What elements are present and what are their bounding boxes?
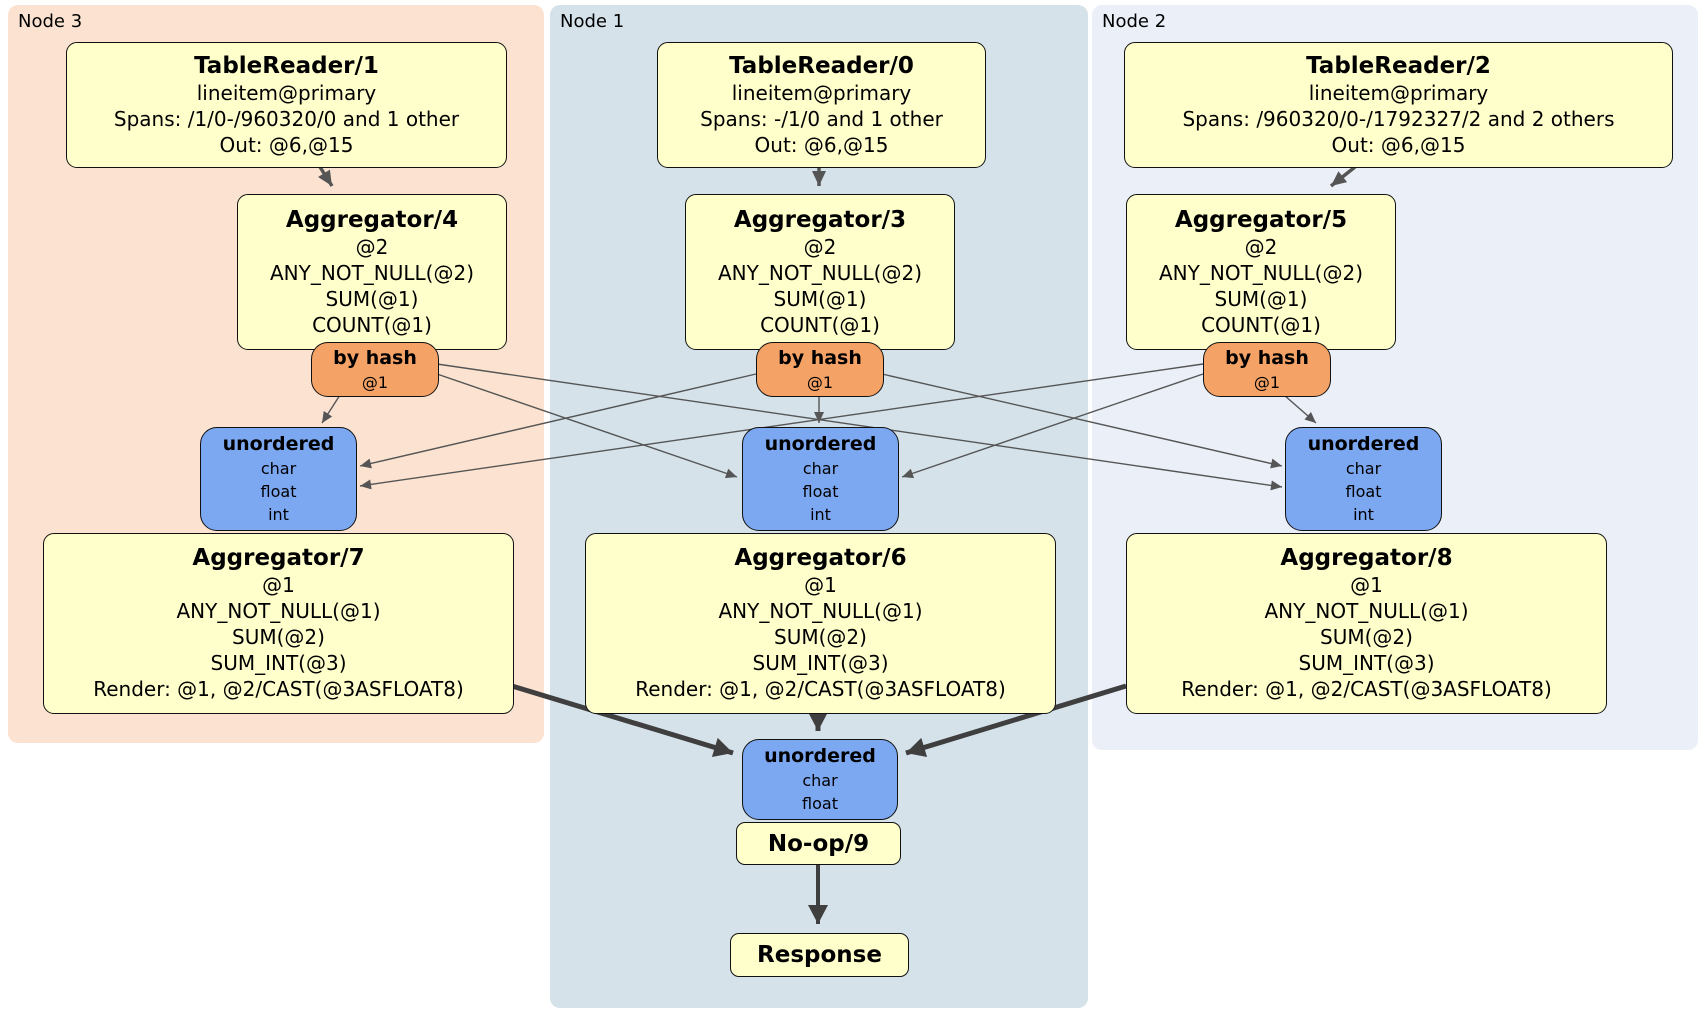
aggregator8-title: Aggregator/8 [1280,545,1453,571]
aggregator5-fn1: ANY_NOT_NULL(@2) [1159,260,1363,285]
aggregator8-fn1: ANY_NOT_NULL(@1) [1264,599,1469,623]
tablereader2-spans: Spans: /960320/0-/1792327/2 and 2 others [1182,106,1615,131]
unordered-sync-node2-type2: float [1345,482,1382,501]
tablereader1-spans: Spans: /1/0-/960320/0 and 1 other [113,106,460,131]
unordered-sync-node1-title: unordered [764,433,877,455]
aggregator7-render: Render: @1, @2/CAST(@3ASFLOAT8) [93,677,464,701]
byhash-router-node3-title: by hash [333,346,417,369]
byhash-router-node3: by hash @1 [311,342,439,397]
aggregator6-render: Render: @1, @2/CAST(@3ASFLOAT8) [635,677,1006,701]
node2-label: Node 2 [1102,11,1167,32]
unordered-sync-node3-type3: int [268,505,289,524]
byhash-router-node2: by hash @1 [1203,342,1331,397]
final-unordered-sync-type2: float [802,794,838,813]
tablereader0-out: Out: @6,@15 [754,132,889,157]
aggregator3-group: @2 [803,234,837,259]
aggregator7-box: Aggregator/7 @1 ANY_NOT_NULL(@1) SUM(@2)… [43,533,514,714]
tablereader1-out: Out: @6,@15 [219,132,354,157]
aggregator6-fn2: SUM(@2) [774,625,867,649]
aggregator5-fn2: SUM(@1) [1214,286,1308,311]
aggregator3-title: Aggregator/3 [733,206,907,233]
tablereader2-box: TableReader/2 lineitem@primary Spans: /9… [1124,42,1673,168]
unordered-sync-node1-type2: float [802,482,839,501]
byhash-router-node2-column: @1 [1253,372,1281,392]
aggregator3-fn2: SUM(@1) [773,286,867,311]
aggregator4-title: Aggregator/4 [285,206,459,233]
tablereader1-box: TableReader/1 lineitem@primary Spans: /1… [66,42,507,168]
unordered-sync-node2-type1: char [1345,459,1382,478]
aggregator7-fn2: SUM(@2) [232,625,325,649]
aggregator3-fn1: ANY_NOT_NULL(@2) [718,260,922,285]
final-unordered-sync-type1: char [802,771,838,790]
unordered-sync-node1-type1: char [802,459,839,478]
byhash-router-node1-column: @1 [806,372,834,392]
aggregator5-fn3: COUNT(@1) [1201,312,1321,337]
aggregator6-box: Aggregator/6 @1 ANY_NOT_NULL(@1) SUM(@2)… [585,533,1056,714]
byhash-router-node1-title: by hash [778,346,862,369]
final-unordered-sync: unordered char float [742,739,898,820]
tablereader1-title: TableReader/1 [194,52,379,79]
aggregator4-box: Aggregator/4 @2 ANY_NOT_NULL(@2) SUM(@1)… [237,194,507,350]
aggregator4-fn1: ANY_NOT_NULL(@2) [270,260,474,285]
tablereader0-title: TableReader/0 [729,52,914,79]
aggregator8-group: @1 [1350,573,1383,597]
node1-label: Node 1 [560,11,625,32]
aggregator6-title: Aggregator/6 [734,545,907,571]
tablereader0-index: lineitem@primary [731,80,912,105]
tablereader2-title: TableReader/2 [1306,52,1491,79]
unordered-sync-node1-type3: int [810,505,831,524]
noop-box: No-op/9 [736,822,901,865]
tablereader0-spans: Spans: -/1/0 and 1 other [700,106,943,131]
aggregator8-render: Render: @1, @2/CAST(@3ASFLOAT8) [1181,677,1552,701]
byhash-router-node1: by hash @1 [756,342,884,397]
aggregator8-fn2: SUM(@2) [1320,625,1413,649]
response-box: Response [730,933,909,977]
final-unordered-sync-title: unordered [764,745,876,767]
tablereader2-out: Out: @6,@15 [1331,132,1466,157]
aggregator3-fn3: COUNT(@1) [760,312,880,337]
unordered-sync-node3-type1: char [260,459,297,478]
tablereader0-box: TableReader/0 lineitem@primary Spans: -/… [657,42,986,168]
aggregator6-fn3: SUM_INT(@3) [752,651,889,675]
noop-title: No-op/9 [767,830,870,857]
aggregator7-group: @1 [262,573,295,597]
byhash-router-node3-column: @1 [361,372,389,392]
aggregator7-fn3: SUM_INT(@3) [210,651,347,675]
aggregator8-fn3: SUM_INT(@3) [1298,651,1435,675]
aggregator5-group: @2 [1244,234,1278,259]
aggregator6-group: @1 [804,573,837,597]
aggregator4-group: @2 [355,234,389,259]
aggregator5-box: Aggregator/5 @2 ANY_NOT_NULL(@2) SUM(@1)… [1126,194,1396,350]
unordered-sync-node2-title: unordered [1307,433,1420,455]
tablereader2-index: lineitem@primary [1308,80,1489,105]
aggregator7-title: Aggregator/7 [192,545,365,571]
unordered-sync-node2: unordered char float int [1285,427,1442,531]
unordered-sync-node2-type3: int [1353,505,1374,524]
unordered-sync-node3-title: unordered [222,433,335,455]
node3-label: Node 3 [18,11,83,32]
aggregator4-fn3: COUNT(@1) [312,312,432,337]
aggregator8-box: Aggregator/8 @1 ANY_NOT_NULL(@1) SUM(@2)… [1126,533,1607,714]
aggregator4-fn2: SUM(@1) [325,286,419,311]
aggregator5-title: Aggregator/5 [1174,206,1348,233]
unordered-sync-node3-type2: float [260,482,297,501]
aggregator7-fn1: ANY_NOT_NULL(@1) [176,599,381,623]
tablereader1-index: lineitem@primary [196,80,377,105]
unordered-sync-node1: unordered char float int [742,427,899,531]
aggregator3-box: Aggregator/3 @2 ANY_NOT_NULL(@2) SUM(@1)… [685,194,955,350]
response-title: Response [757,942,882,968]
byhash-router-node2-title: by hash [1225,346,1309,369]
aggregator6-fn1: ANY_NOT_NULL(@1) [718,599,923,623]
unordered-sync-node3: unordered char float int [200,427,357,531]
